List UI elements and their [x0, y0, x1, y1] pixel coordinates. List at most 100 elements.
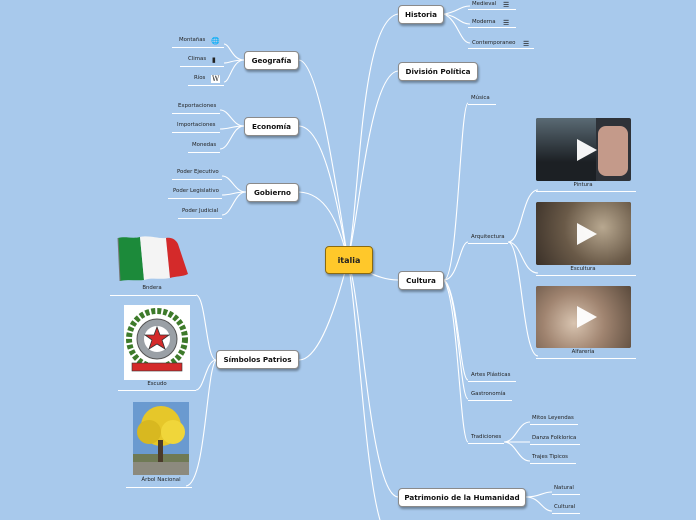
leaf-cultural-label: Cultural: [554, 504, 576, 510]
leaf-moderna[interactable]: Moderna: [472, 19, 496, 26]
leaf-moderna-label: Moderna: [472, 19, 496, 25]
leaf-importaciones[interactable]: Importaciones: [177, 122, 216, 129]
globe-icon[interactable]: 🌐: [211, 37, 220, 45]
leaf-trajes-tipicos-label: Trajes Tipicos: [532, 454, 568, 460]
leaf-poder-ejecutivo-label: Poder Ejecutivo: [177, 169, 219, 175]
branch-division-politica[interactable]: División Política: [398, 62, 478, 81]
leaf-underline: [126, 487, 192, 488]
branch-cultura[interactable]: Cultura: [398, 271, 444, 290]
play-icon[interactable]: [576, 138, 597, 161]
central-topic-label: italia: [337, 255, 361, 265]
caption-arbol-nacional: Árbol Nacional: [141, 477, 181, 483]
leaf-gastronomia[interactable]: Gastronomía: [471, 391, 506, 398]
leaf-underline: [530, 463, 576, 464]
branch-patrimonio[interactable]: Patrimonio de la Humanidad: [398, 488, 526, 507]
book-icon[interactable]: ▮: [212, 56, 216, 64]
play-icon[interactable]: [576, 306, 597, 328]
leaf-poder-ejecutivo[interactable]: Poder Ejecutivo: [177, 169, 219, 176]
leaf-medieval[interactable]: Medieval: [472, 1, 496, 8]
leaf-underline: [536, 358, 636, 359]
leaf-exportaciones-label: Exportaciones: [178, 103, 217, 109]
alfareria-video-thumbnail[interactable]: [536, 286, 631, 348]
leaf-underline: [172, 113, 220, 114]
leaf-underline: [530, 444, 580, 445]
leaf-artes-plasticas-label: Artes Plásticas: [471, 372, 511, 378]
leaf-tradiciones[interactable]: Tradiciones: [471, 434, 501, 441]
notes-icon[interactable]: ☰: [523, 40, 530, 48]
leaf-underline: [552, 494, 580, 495]
leaf-underline: [468, 104, 496, 105]
leaf-underline: [536, 275, 636, 276]
leaf-underline: [188, 85, 224, 86]
leaf-underline: [468, 48, 534, 49]
leaf-underline: [168, 198, 222, 199]
national-tree-image[interactable]: [133, 402, 189, 475]
leaf-exportaciones[interactable]: Exportaciones: [178, 103, 216, 110]
leaf-underline: [468, 9, 516, 10]
leaf-rios-label: Ríos: [194, 75, 206, 81]
leaf-arquitectura[interactable]: Arquitectura: [471, 234, 505, 241]
leaf-musica-label: Música: [471, 95, 490, 101]
leaf-underline: [530, 424, 578, 425]
leaf-poder-judicial[interactable]: Poder Judicial: [182, 208, 218, 215]
leaf-underline: [468, 400, 512, 401]
italian-emblem-image[interactable]: [124, 305, 190, 380]
leaf-underline: [468, 443, 504, 444]
leaf-natural[interactable]: Natural: [554, 485, 574, 492]
leaf-importaciones-label: Importaciones: [177, 122, 216, 128]
leaf-contemporaneo[interactable]: Contemporaneo: [472, 40, 515, 47]
leaf-natural-label: Natural: [554, 485, 574, 491]
leaf-underline: [172, 179, 222, 180]
escultura-video-thumbnail[interactable]: [536, 202, 631, 265]
branch-simbolos-patrios[interactable]: Símbolos Patrios: [216, 350, 299, 369]
leaf-tradiciones-label: Tradiciones: [471, 434, 502, 440]
italian-flag-image[interactable]: [114, 234, 190, 286]
leaf-monedas-label: Monedas: [192, 142, 217, 148]
leaf-underline: [118, 390, 196, 391]
leaf-climas-label: Climas: [188, 56, 207, 62]
leaf-mitos-leyendas[interactable]: Mitos Leyendas: [532, 415, 574, 422]
caption-escultura: Escultura: [570, 266, 596, 272]
pintura-video-thumbnail[interactable]: [536, 118, 631, 181]
leaf-underline: [468, 381, 516, 382]
branch-historia[interactable]: Historia: [398, 5, 444, 24]
leaf-underline: [180, 66, 224, 67]
branch-economia-label: Economía: [252, 122, 291, 131]
leaf-underline: [172, 47, 224, 48]
leaf-contemporaneo-label: Contemporaneo: [472, 40, 516, 46]
leaf-gastronomia-label: Gastronomía: [471, 391, 506, 397]
notes-icon[interactable]: ☰: [503, 1, 510, 9]
leaf-cultural[interactable]: Cultural: [554, 504, 575, 511]
central-topic[interactable]: italia: [325, 246, 373, 274]
notes-icon[interactable]: ☰: [503, 19, 510, 27]
leaf-danza-folklorica[interactable]: Danza Folklorica: [532, 435, 576, 442]
leaf-artes-plasticas[interactable]: Artes Plásticas: [471, 372, 510, 379]
leaf-trajes-tipicos[interactable]: Trajes Tipicos: [532, 454, 568, 461]
play-icon[interactable]: [576, 222, 597, 245]
leaf-montanas[interactable]: Montañas: [179, 37, 205, 44]
leaf-underline: [468, 243, 508, 244]
leaf-monedas[interactable]: Monedas: [192, 142, 216, 149]
branch-geografia[interactable]: Geografía: [244, 51, 299, 70]
branch-division-label: División Política: [405, 67, 471, 76]
leaf-musica[interactable]: Música: [471, 95, 490, 102]
caption-pintura: Pintura: [573, 182, 593, 188]
branch-economia[interactable]: Economía: [244, 117, 299, 136]
branch-gobierno[interactable]: Gobierno: [246, 183, 299, 202]
branch-patrimonio-label: Patrimonio de la Humanidad: [404, 493, 520, 502]
leaf-danza-folklorica-label: Danza Folklorica: [532, 435, 577, 441]
caption-alfareria: Alfarería: [571, 349, 595, 355]
branch-historia-label: Historia: [405, 10, 437, 19]
branch-gobierno-label: Gobierno: [254, 188, 291, 197]
leaf-underline: [178, 218, 222, 219]
caption-bandera: Bndera: [142, 285, 162, 291]
branch-cultura-label: Cultura: [406, 276, 436, 285]
leaf-climas[interactable]: Climas: [188, 56, 206, 63]
leaf-mitos-leyendas-label: Mitos Leyendas: [532, 415, 574, 421]
leaf-montanas-label: Montañas: [179, 37, 206, 43]
wikipedia-icon[interactable]: W: [211, 75, 221, 83]
leaf-rios[interactable]: Ríos: [194, 75, 205, 82]
leaf-poder-legislativo[interactable]: Poder Legislativo: [173, 188, 219, 195]
